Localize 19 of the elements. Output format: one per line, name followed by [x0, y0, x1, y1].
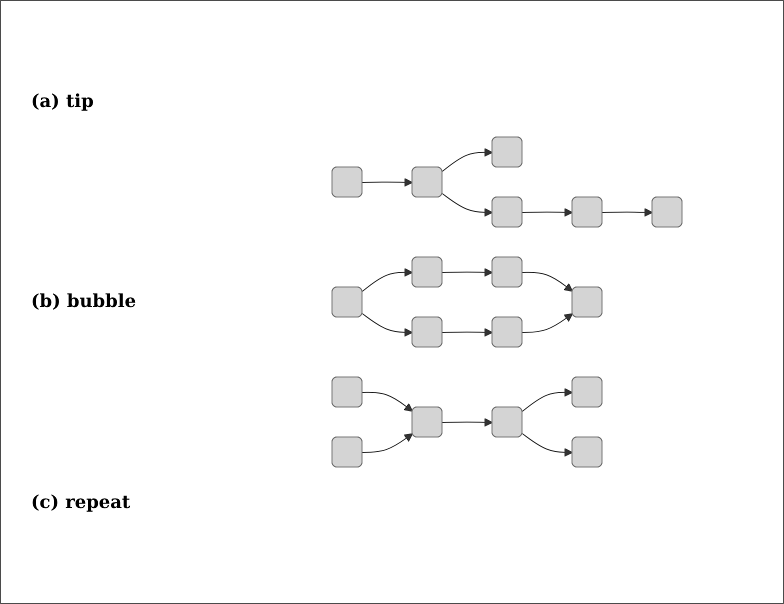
arrow — [522, 313, 574, 333]
arrow — [522, 388, 573, 412]
section-label: (c) repeat — [31, 492, 132, 514]
arrow — [522, 208, 573, 217]
arrow — [522, 433, 573, 457]
arrow — [442, 418, 493, 427]
arrow — [602, 208, 653, 217]
arrow — [442, 148, 493, 172]
arrow — [362, 268, 413, 292]
arrow — [362, 178, 413, 187]
section-label: (a) tip — [31, 90, 95, 112]
arrow — [362, 433, 414, 453]
section-label: (b) bubble — [31, 291, 138, 312]
arrow — [522, 272, 574, 292]
arrow — [442, 268, 493, 277]
arrow — [442, 193, 493, 217]
arrow — [362, 313, 413, 337]
arrow — [442, 328, 493, 337]
arrow — [362, 392, 414, 412]
